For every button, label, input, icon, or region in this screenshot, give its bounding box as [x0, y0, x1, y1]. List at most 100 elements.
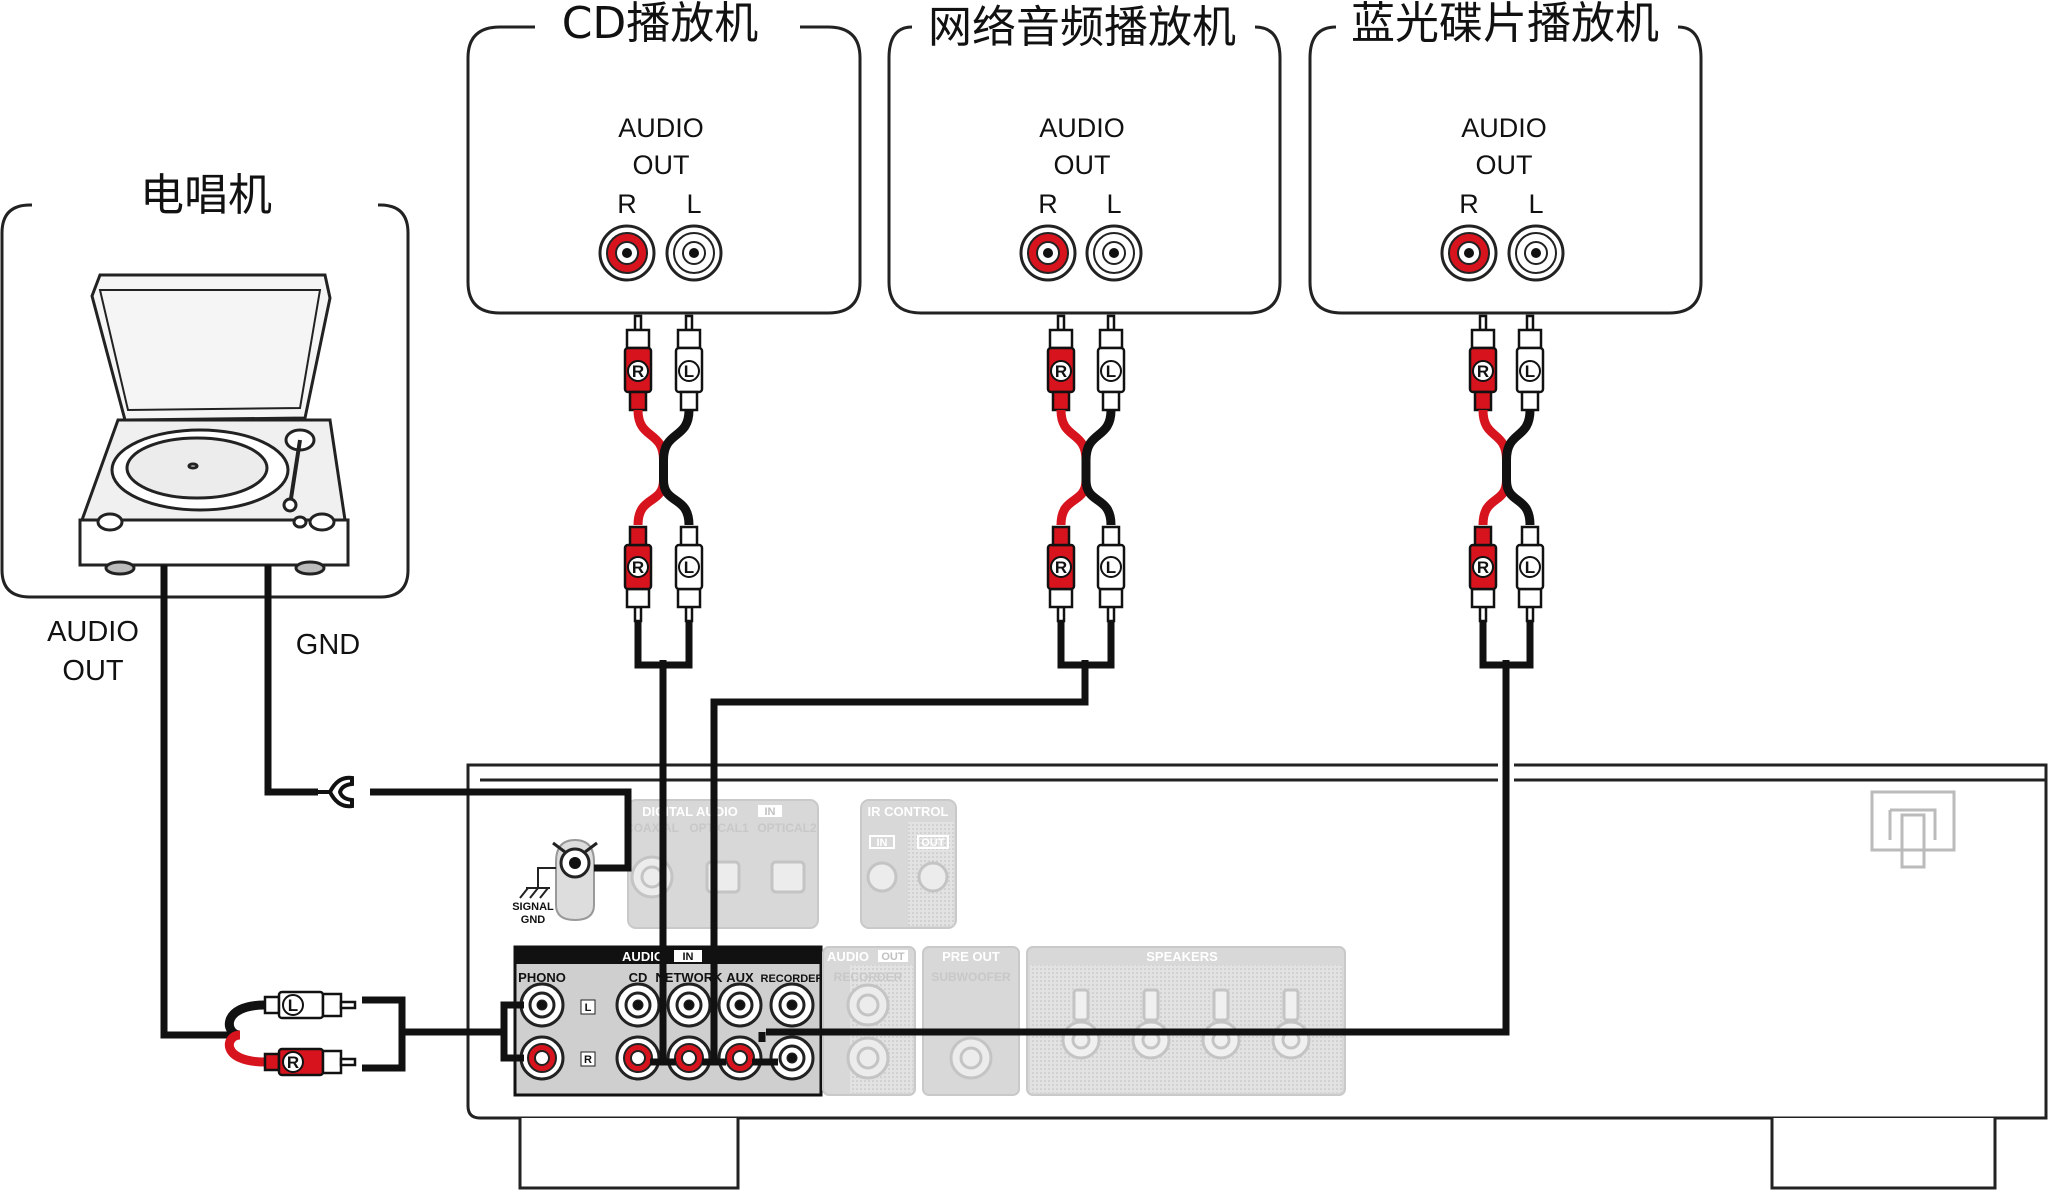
signal-gnd-label-1: SIGNAL [512, 901, 554, 913]
network-cable-top-r-plug: R [1046, 314, 1076, 412]
phono-l-plug-letter: L [288, 996, 298, 1015]
network-cable-bottom-r-plug-letter: R [1055, 558, 1067, 577]
bluray-cable-top-r-plug-letter: R [1477, 362, 1489, 381]
audio-in-section: AUDIO IN PHONO CD NETWORK AUX RECORDER L… [513, 945, 824, 1097]
ir-control-label: IR CONTROL [868, 804, 949, 819]
subwoofer-label: SUBWOOFER [931, 970, 1011, 984]
optical1-label: OPTICAL1 [689, 821, 749, 835]
network-audio-label: AUDIO [1039, 113, 1125, 143]
phono-bracket [362, 996, 406, 1072]
turntable-audio-cable [160, 565, 240, 1039]
audio-in-badge: IN [683, 951, 694, 963]
network-cable-bottom-l-plug: L [1096, 525, 1126, 623]
gnd-to-receiver-cable [370, 788, 632, 872]
turntable-title: 电唱机 [140, 170, 272, 221]
ir-out-label: OUT [921, 837, 945, 849]
network-cable-y-split [1056, 409, 1116, 669]
cd-cable-bottom-l-plug-letter: L [684, 558, 694, 577]
turntable-audio-label-2: OUT [62, 655, 124, 687]
bluray-l-jack [1507, 224, 1565, 282]
bluray-cable-top-l-plug-letter: L [1525, 362, 1535, 381]
bluray-cable [766, 660, 1510, 1036]
bluray-l-label: L [1528, 189, 1543, 219]
cables [160, 565, 1514, 1072]
pre-out-section: PRE OUT SUBWOOFER [922, 946, 1020, 1096]
turntable-gnd-label: GND [296, 629, 360, 661]
turntable-gnd-cable [264, 565, 318, 796]
audio-out-label: AUDIO [827, 949, 869, 964]
network-cable-top-l-plug: L [1096, 314, 1126, 412]
network-cable-top-r-plug-letter: R [1055, 362, 1067, 381]
cd-r-jack [598, 224, 656, 282]
speakers-label: SPEAKERS [1146, 949, 1218, 964]
bluray-cable-top-r-plug: R [1468, 314, 1498, 412]
audio-out-badge: OUT [881, 951, 905, 963]
network-player-title: 网络音频播放机 [928, 2, 1236, 53]
coaxial-label: COAXIAL [625, 821, 679, 835]
cd-cable-top-r-plug-letter: R [632, 362, 644, 381]
digital-in-badge: IN [765, 806, 776, 818]
bluray-r-label: R [1459, 189, 1479, 219]
phono-y-split [224, 1000, 266, 1067]
cd-cable-bottom-l-plug: L [674, 525, 704, 623]
cd-cable-top-r-plug: R [623, 314, 653, 412]
bluray-cable-bottom-l-plug-letter: L [1525, 558, 1535, 577]
ir-control-section: IR CONTROL IN OUT [860, 799, 957, 929]
cd-cable-bottom-r-plug-letter: R [632, 558, 644, 577]
receiver-foot-right [1770, 1118, 1997, 1190]
cd-out-label: OUT [633, 150, 690, 180]
network-cable-top-l-plug-letter: L [1106, 362, 1116, 381]
network-r-jack [1019, 224, 1077, 282]
turntable-audio-label-1: AUDIO [47, 616, 139, 648]
receiver-rear-panel: SIGNAL GND DIGITAL AUDIO IN COAXIAL OPTI… [466, 763, 2048, 1190]
bluray-cable-y-split [1478, 409, 1535, 669]
cd-cable-top-l-plug: L [674, 314, 704, 412]
network-l-label: L [1106, 189, 1121, 219]
cd-cable-y-split [633, 409, 694, 669]
phono-input-cable [402, 1001, 524, 1062]
network-r-label: R [1038, 189, 1058, 219]
phono-r-plug: R [263, 1047, 357, 1077]
signal-gnd-label-2: GND [521, 914, 546, 926]
signal-gnd-terminal: SIGNAL GND [512, 838, 598, 926]
turntable-device: 电唱机 AUDIO OUT GND [0, 170, 410, 687]
cd-player-device: CD播放机 AUDIO OUT R L [466, 0, 862, 315]
bluray-cable-bottom-r-plug: R [1468, 525, 1498, 623]
gnd-fork-terminal [318, 775, 354, 809]
side-r-label: R [584, 1054, 592, 1066]
bluray-cable-bottom-r-plug-letter: R [1477, 558, 1489, 577]
pre-out-label: PRE OUT [942, 949, 1000, 964]
cd-player-title: CD播放机 [562, 0, 759, 49]
bluray-cable-top-l-plug: L [1515, 314, 1545, 412]
digital-audio-label: DIGITAL AUDIO [642, 804, 738, 819]
phono-r-plug-letter: R [287, 1053, 299, 1072]
receiver-foot-left [518, 1118, 740, 1190]
speakers-section: SPEAKERS [1026, 946, 1346, 1096]
audio-out-recorder-label: RECORDER [834, 970, 903, 984]
network-l-jack [1085, 224, 1143, 282]
plug-layer: R L R L R L R L R L R L L R [224, 314, 1545, 1077]
cd-audio-label: AUDIO [618, 113, 704, 143]
ir-in-label: IN [877, 837, 888, 849]
bluray-r-jack [1440, 224, 1498, 282]
cd-cable-bottom-r-plug: R [623, 525, 653, 623]
cd-input-label: CD [629, 970, 648, 985]
network-cable-bottom-l-plug-letter: L [1106, 558, 1116, 577]
side-l-label: L [585, 1002, 592, 1014]
bluray-player-title: 蓝光碟片播放机 [1351, 0, 1659, 49]
network-input-label: NETWORK [655, 970, 723, 985]
cd-r-label: R [617, 189, 637, 219]
cd-l-jack [665, 224, 723, 282]
bluray-out-label: OUT [1476, 150, 1533, 180]
cd-cable-top-l-plug-letter: L [684, 362, 694, 381]
network-cable-bottom-r-plug: R [1046, 525, 1076, 623]
digital-audio-section: DIGITAL AUDIO IN COAXIAL OPTICAL1 OPTICA… [625, 799, 819, 929]
optical2-label: OPTICAL2 [757, 821, 817, 835]
recorder-input-label: RECORDER [761, 973, 824, 985]
phono-label: PHONO [518, 970, 566, 985]
turntable-icon [78, 273, 350, 576]
audio-in-jacks [519, 982, 815, 1081]
cd-l-label: L [686, 189, 701, 219]
